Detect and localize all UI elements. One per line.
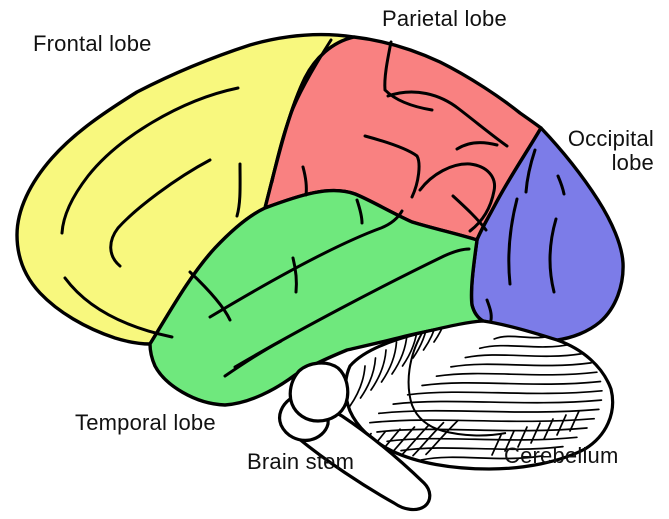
parietal-sulcus-line: [363, 134, 421, 199]
occipital-sulcus-line: [507, 197, 519, 286]
frontal-sulcus-line: [188, 270, 232, 322]
temporal-lobe-label: Temporal lobe: [75, 410, 216, 435]
brainstem-structures: [277, 361, 432, 512]
frontal-lobe-label: Frontal lobe: [33, 31, 152, 56]
occipital-sulcus-line: [485, 298, 493, 322]
parietal-lobe-label: Parietal lobe: [382, 6, 507, 31]
occipital-lobe-label: Occipital lobe: [567, 126, 654, 175]
temporal-sulcus-line: [355, 198, 364, 225]
frontal-sulcus-line: [60, 86, 240, 235]
occipital-sulcus-line: [548, 217, 558, 294]
parietal-sulcus-line: [455, 141, 499, 151]
frontal-sulcus-line: [109, 158, 212, 268]
parietal-sulcus-line: [301, 165, 308, 197]
sulci-lines: [60, 38, 566, 378]
brainstem-pons: [288, 361, 350, 423]
lobe-regions: [15, 32, 625, 407]
frontal-sulcus-line: [63, 276, 174, 339]
parietal-sulcus-line: [383, 40, 434, 112]
temporal-lobe-region: [148, 188, 485, 407]
frontal-sulcus-line: [235, 162, 242, 218]
parietal-sulcus-line: [418, 162, 497, 233]
temporal-sulcus-line: [223, 339, 283, 378]
frontal-sulci: [60, 38, 333, 339]
parietal-sulci: [301, 40, 509, 233]
cerebellum-label: Cerebellum: [504, 443, 619, 468]
frontal-sulcus-line: [291, 256, 298, 294]
parietal-sulcus-line: [386, 90, 509, 148]
brain-stem-label: Brain stem: [247, 449, 355, 474]
parietal-sulcus-line: [451, 194, 488, 232]
frontal-sulcus-line: [270, 38, 333, 184]
occipital-sulcus-line: [556, 174, 566, 196]
temporal-sulcus-line: [208, 209, 404, 319]
occipital-sulci: [485, 148, 566, 322]
occipital-sulcus-line: [524, 148, 537, 194]
cerebellum-swirl-line: [407, 332, 507, 437]
temporal-sulci: [208, 198, 471, 378]
